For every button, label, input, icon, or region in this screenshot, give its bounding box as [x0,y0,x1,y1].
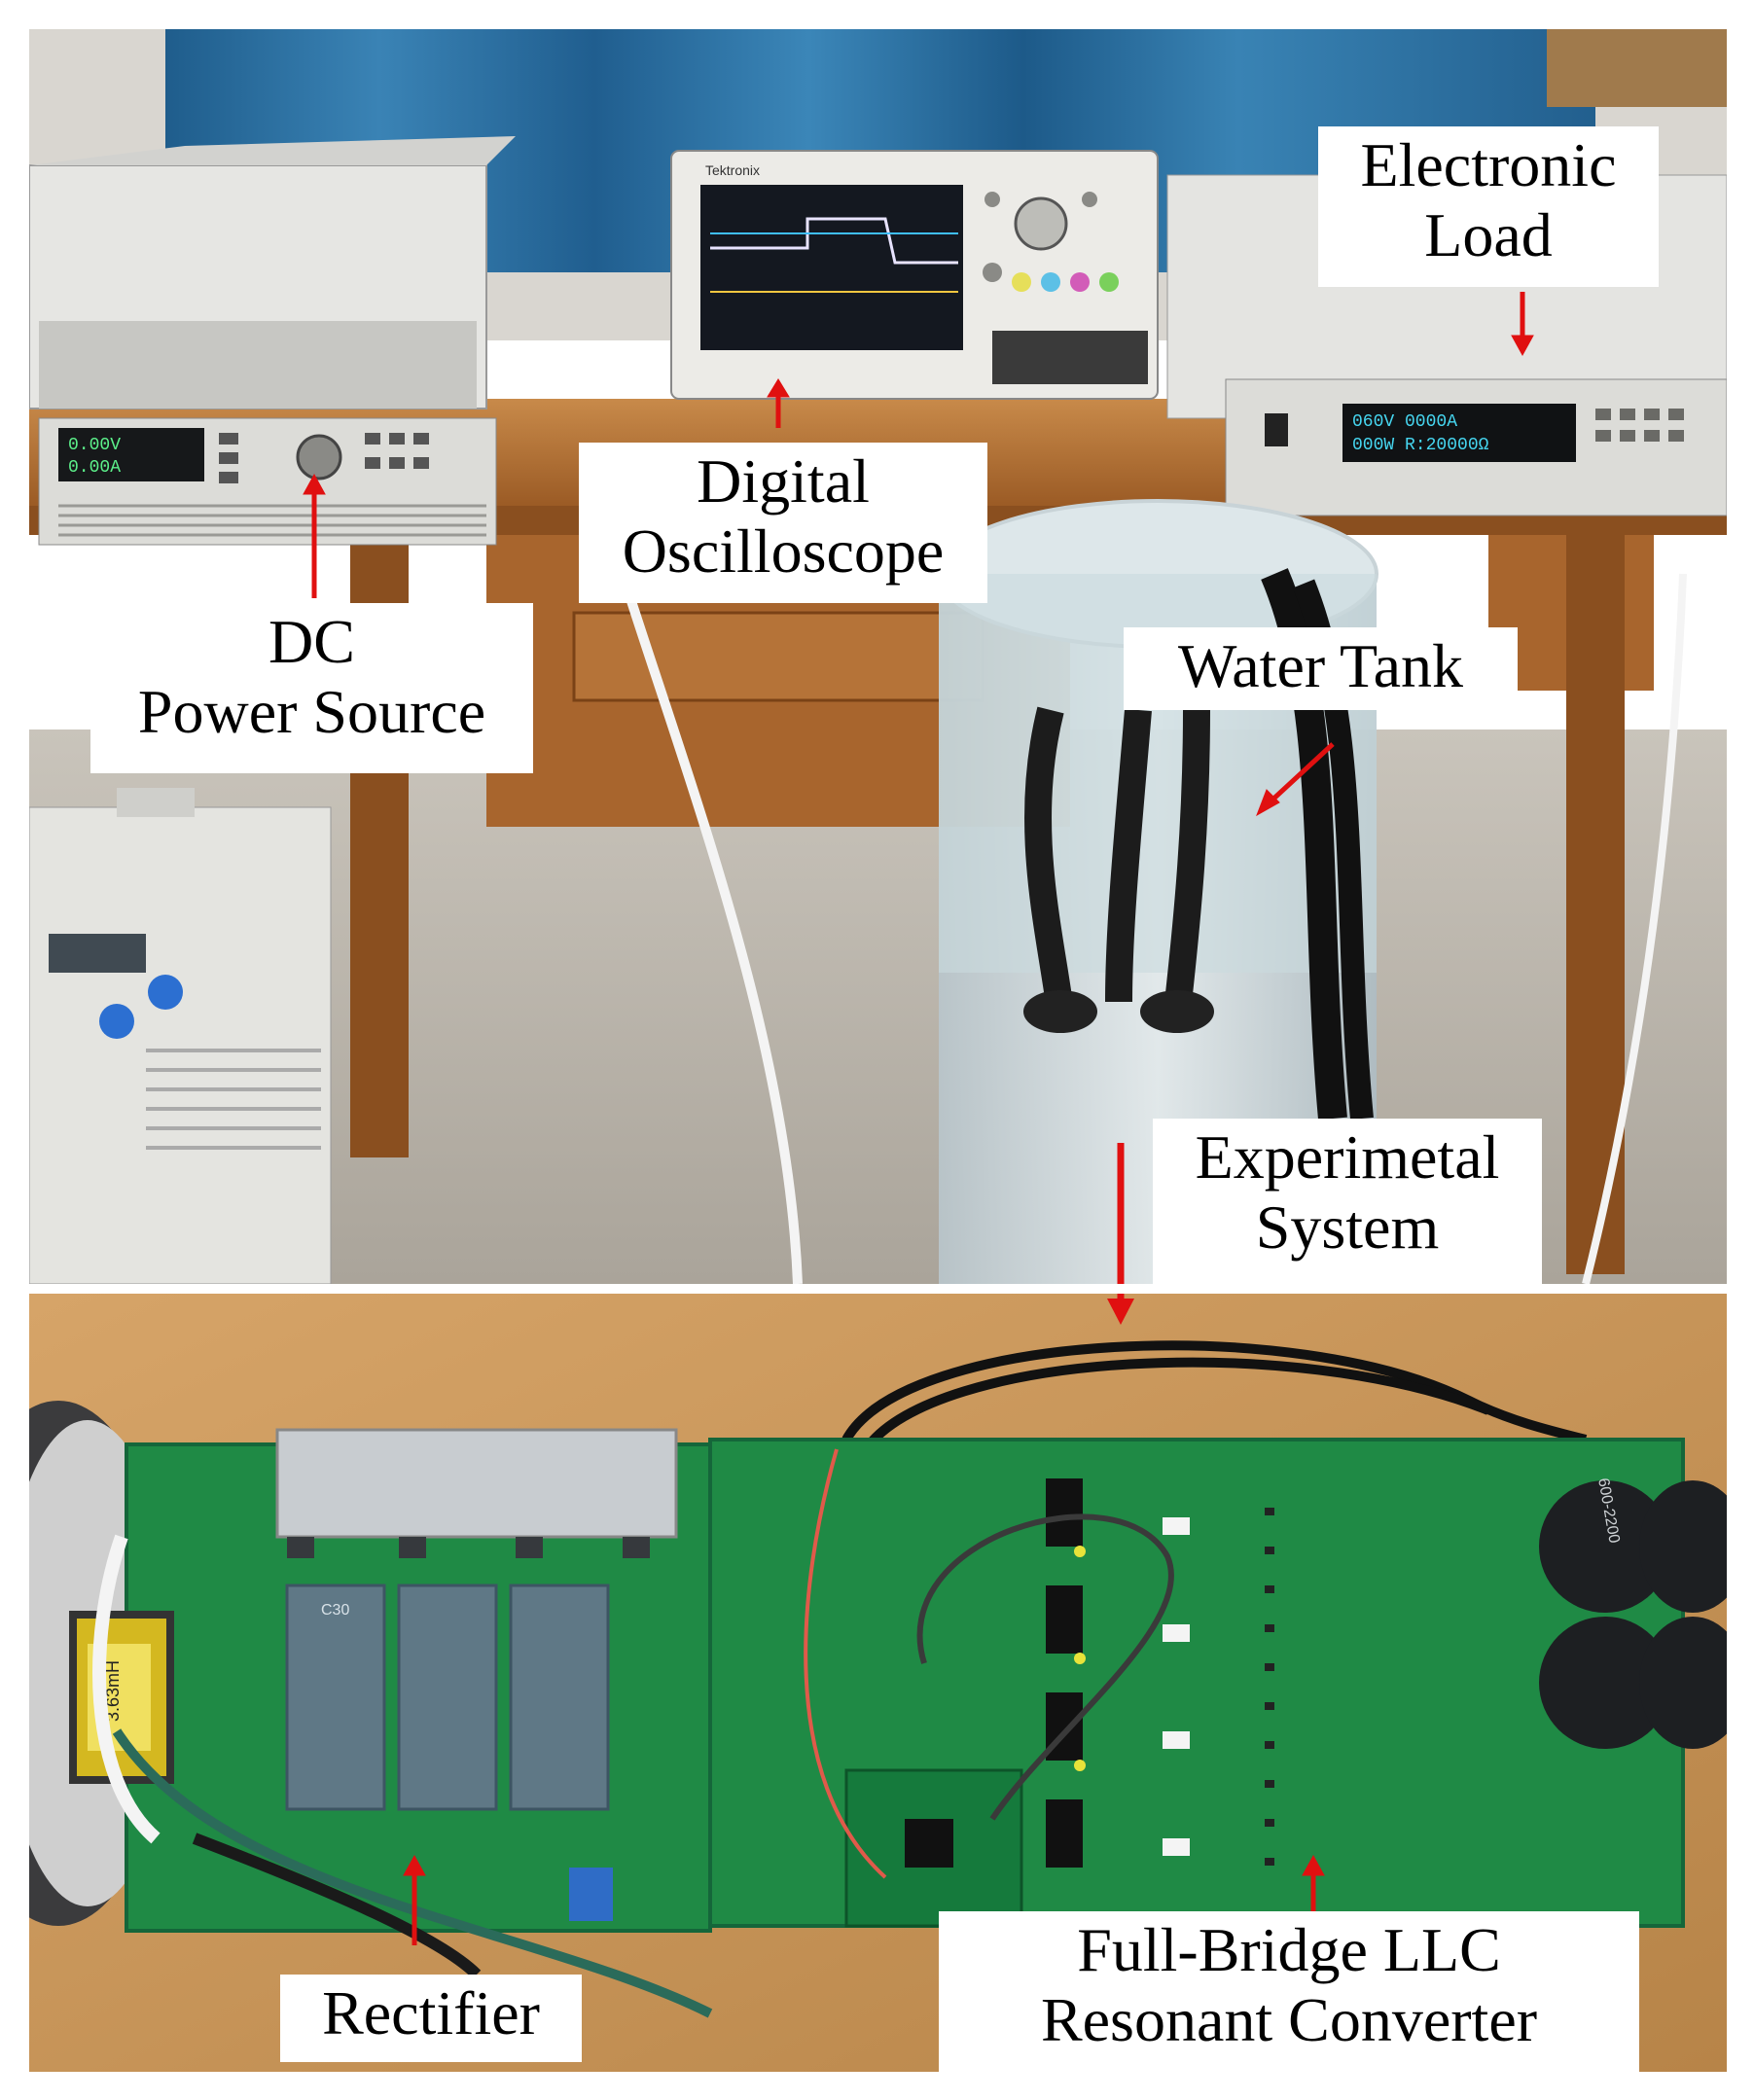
oscilloscope-device: Tektronix [670,150,1159,400]
dc-source-readout-v: 0.00V [68,436,121,455]
electronic-load-device: 060V 0000A 000W R:20000Ω [1166,174,1727,516]
label-digital-oscilloscope: Digital Oscilloscope [579,443,987,603]
dc-source-knob [296,434,342,481]
bulk-capacitors: 600-2200 [1539,1477,1727,1749]
inductor-tag: 3.63mH [103,1660,123,1722]
label-digital-oscilloscope-line2: Oscilloscope [622,516,945,586]
arrows-top [303,292,1534,1284]
label-rectifier-text: Rectifier [322,1978,540,2047]
label-dc-power-source-line2: Power Source [137,676,486,746]
label-dc-power-source: DC Power Source [90,603,533,773]
down-arrow-icon [1107,1299,1134,1325]
up-arrow-icon [767,378,790,398]
label-llc-converter-line1: Full-Bridge LLC [1077,1915,1501,1984]
capacitor [509,1584,610,1811]
oscilloscope-screen [700,185,963,350]
label-experimental-system-line2: System [1255,1192,1440,1262]
lower-cabinet [29,788,332,1284]
label-electronic-load-line1: Electronic [1360,130,1617,199]
label-llc-converter-line2: Resonant Converter [1040,1984,1538,2054]
dc-source-readout-a: 0.00A [68,458,121,478]
oscilloscope-brand: Tektronix [705,162,760,178]
load-readout-2: 000W R:20000Ω [1352,436,1489,455]
diagonal-arrow-icon [1256,789,1280,817]
bottom-photo-panel: C30 3.63mH [29,1294,1727,2072]
dc-source-display [58,428,204,481]
label-experimental-system: Experimetal System [1153,1119,1542,1284]
label-llc-converter: Full-Bridge LLC Resonant Converter [939,1911,1639,2077]
label-dc-power-source-line1: DC [268,607,355,676]
load-readout-1: 060V 0000A [1352,412,1457,432]
dc-power-source-device: 0.00V 0.00A [29,136,516,546]
rectifier-board: C30 3.63mH [69,1428,713,2018]
load-display [1342,404,1576,462]
label-water-tank-text: Water Tank [1177,631,1464,700]
up-arrow-icon [403,1854,426,1876]
llc-converter-board: 600-2200 [708,1438,1727,1928]
capacitor-marking: C30 [321,1602,349,1619]
capacitor [285,1584,386,1811]
label-experimental-system-line1: Experimetal [1195,1122,1500,1192]
label-rectifier: Rectifier [280,1975,582,2062]
up-arrow-icon [303,473,326,495]
up-arrow-icon [1302,1854,1325,1876]
down-arrow-icon [1511,335,1534,357]
label-digital-oscilloscope-line1: Digital [697,446,870,516]
capacitor [397,1584,498,1811]
heatsink [275,1428,678,1539]
arrows-bottom [403,1854,1325,1945]
converter-board-photo: C30 3.63mH [29,1294,1727,2072]
label-electronic-load: Electronic Load [1318,126,1659,287]
label-water-tank: Water Tank [1124,627,1518,710]
label-electronic-load-line2: Load [1424,199,1553,269]
